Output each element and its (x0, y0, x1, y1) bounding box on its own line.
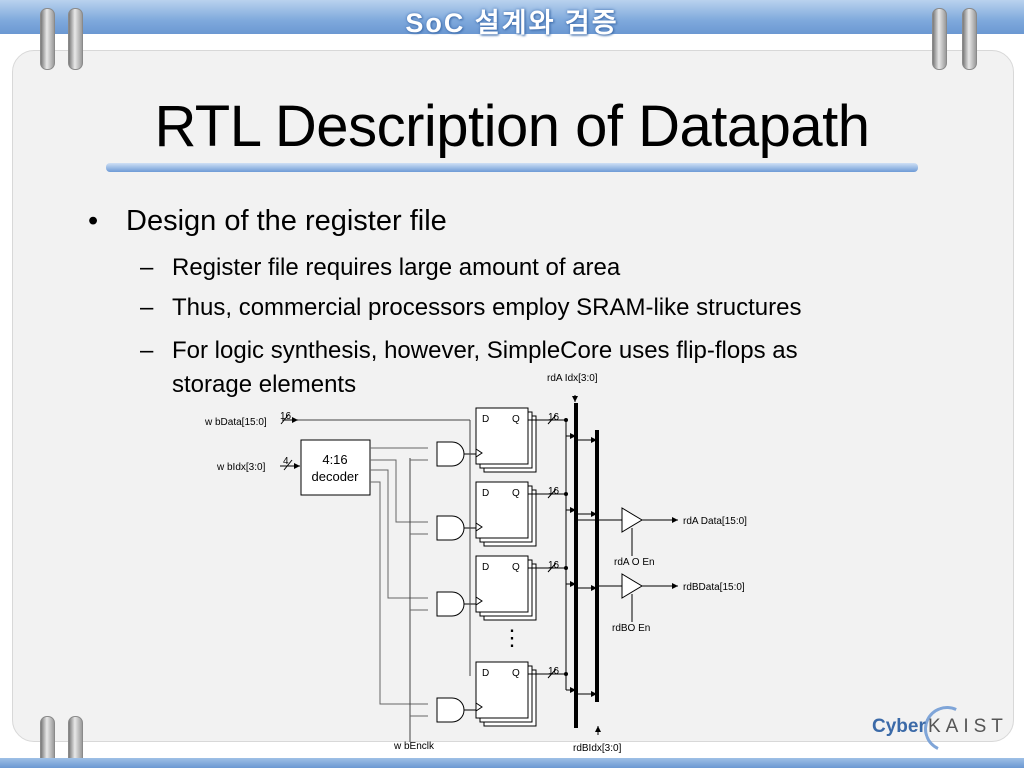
rdadata-label: rdA Data[15:0] (683, 516, 747, 527)
dash-icon: – (140, 294, 154, 321)
bus-slash (280, 413, 290, 425)
wbenclk-label: w bEnclk (393, 741, 435, 752)
rdaoen-label: rdA O En (614, 557, 655, 568)
bus-width-label: 16 (280, 411, 292, 422)
ff-stack-3 (475, 661, 537, 727)
subbullet: –Thus, commercial processors employ SRAM… (140, 291, 802, 325)
tristate-buffer-icon (621, 507, 643, 533)
decoder-output-wire (370, 469, 428, 599)
decoder-label: decoder (312, 469, 360, 484)
subbullet-continuation: storage elements (172, 371, 357, 398)
bus-slash (547, 414, 557, 425)
decoder-block (300, 439, 371, 496)
ff-q-pin: Q (512, 562, 520, 573)
decoder-label: 4:16 (322, 452, 347, 467)
bullet-level1: • Design of the register file (88, 205, 447, 238)
subbullet-text: For logic synthesis, however, SimpleCore… (172, 337, 798, 364)
ff-q-pin: Q (512, 668, 520, 679)
ff-stack-0 (475, 407, 537, 473)
binder-ring-icon (40, 8, 55, 70)
subbullet-text: Thus, commercial processors employ SRAM-… (172, 294, 802, 321)
ff-q-pin: Q (512, 488, 520, 499)
rdbidx-label: rdBIdx[3:0] (573, 743, 622, 754)
rdboen-label: rdBO En (612, 623, 650, 634)
ellipsis: ⋮ (501, 625, 523, 650)
subbullet: –Register file requires large amount of … (140, 251, 620, 285)
header-banner: SoC 설계와 검증 (0, 0, 1024, 38)
ff-q-pin: Q (512, 414, 520, 425)
bus-slash (283, 459, 293, 471)
ff-stack-1 (475, 481, 537, 547)
bullet-text: Design of the register file (126, 205, 447, 237)
ff-d-pin: D (482, 414, 489, 425)
course-title: SoC 설계와 검증 (405, 8, 619, 38)
binder-ring-icon (68, 8, 83, 70)
bus-width-label: 4 (283, 456, 289, 467)
and-gate-icon (436, 441, 465, 467)
and-gate-icon (436, 697, 465, 723)
rdbdata-label: rdBData[15:0] (683, 582, 745, 593)
wbidx-label: w bIdx[3:0] (216, 462, 266, 473)
wbdata-label: w bData[15:0] (204, 417, 267, 428)
bus-slash (547, 668, 557, 679)
ff-d-pin: D (482, 668, 489, 679)
ff-d-pin: D (482, 562, 489, 573)
dash-icon: – (140, 254, 154, 281)
logo-kaist-text: KAIST (928, 716, 1008, 737)
dash-icon: – (140, 337, 154, 364)
logo-cyber-text: Cyber (872, 716, 926, 737)
title-underline (106, 163, 918, 172)
decoder-output-wire (370, 481, 428, 705)
bus-slash (547, 488, 557, 499)
slide-title: RTL Description of Datapath (154, 94, 870, 159)
footer-band (0, 758, 1024, 768)
and-gate-icon (436, 591, 465, 617)
rdaidx-label: rdA Idx[3:0] (547, 373, 598, 384)
tristate-buffer-icon (621, 573, 643, 599)
decoder-output-wire (370, 459, 428, 523)
binder-ring-icon (962, 8, 977, 70)
subbullet-text: Register file requires large amount of a… (172, 254, 621, 281)
ff-stack-2 (475, 555, 537, 621)
bullet-dot-icon: • (88, 205, 99, 237)
subbullet: –For logic synthesis, however, SimpleCor… (140, 334, 798, 398)
binder-ring-icon (932, 8, 947, 70)
ff-d-pin: D (482, 488, 489, 499)
and-gate-icon (436, 515, 465, 541)
cyber-kaist-logo: Cyber KAIST (872, 699, 1012, 759)
bus-slash (547, 562, 557, 573)
